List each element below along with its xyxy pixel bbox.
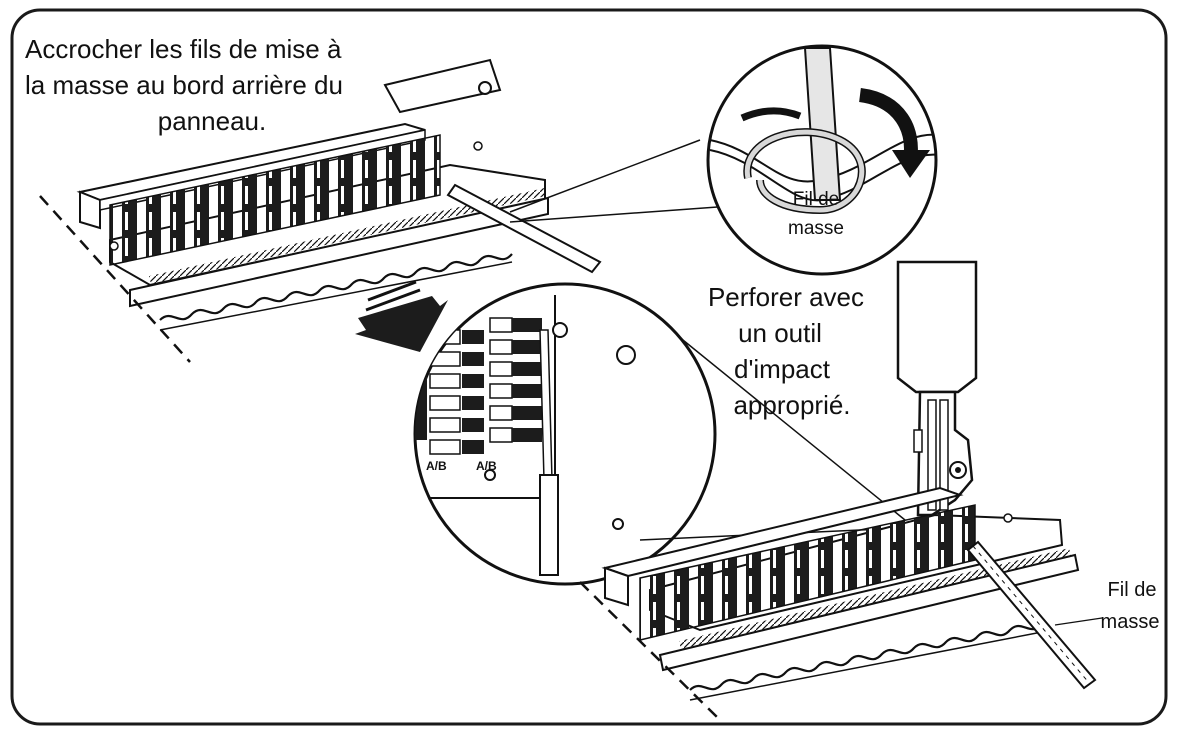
module-label-right: A/B xyxy=(476,459,497,473)
instruction-punch-line2: un outil xyxy=(738,318,822,348)
instruction-punch: Perforer avec un outil d'impact appropri… xyxy=(708,282,864,420)
impact-tool xyxy=(896,260,978,517)
instruction-punch-line1: Perforer avec xyxy=(708,282,864,312)
ground-label-line2: masse xyxy=(1101,611,1160,633)
down-arrow-icon xyxy=(355,280,448,352)
top-patch-panel xyxy=(39,58,602,363)
inset-label-line1: Fil de xyxy=(793,189,839,210)
inset-label-line2: masse xyxy=(788,218,844,239)
instruction-top-line2: la masse au bord arrière du xyxy=(25,70,343,100)
diagram-border xyxy=(10,8,1168,726)
bottom-patch-panel xyxy=(579,486,1097,721)
module-detail-inset: A/B A/B xyxy=(413,282,717,586)
module-label-left: A/B xyxy=(426,459,447,473)
instruction-top-line1: Accrocher les fils de mise à xyxy=(25,34,342,64)
ground-wire-label: Fil de masse xyxy=(1101,579,1160,633)
instruction-punch-line4: approprié. xyxy=(733,390,850,420)
instruction-top: Accrocher les fils de mise à la masse au… xyxy=(25,34,343,136)
ground-label-line1: Fil de xyxy=(1108,579,1157,601)
wire-hook-detail-inset: Fil de masse xyxy=(706,44,938,276)
instruction-punch-line3: d'impact xyxy=(734,354,831,384)
instruction-top-line3: panneau. xyxy=(158,106,266,136)
